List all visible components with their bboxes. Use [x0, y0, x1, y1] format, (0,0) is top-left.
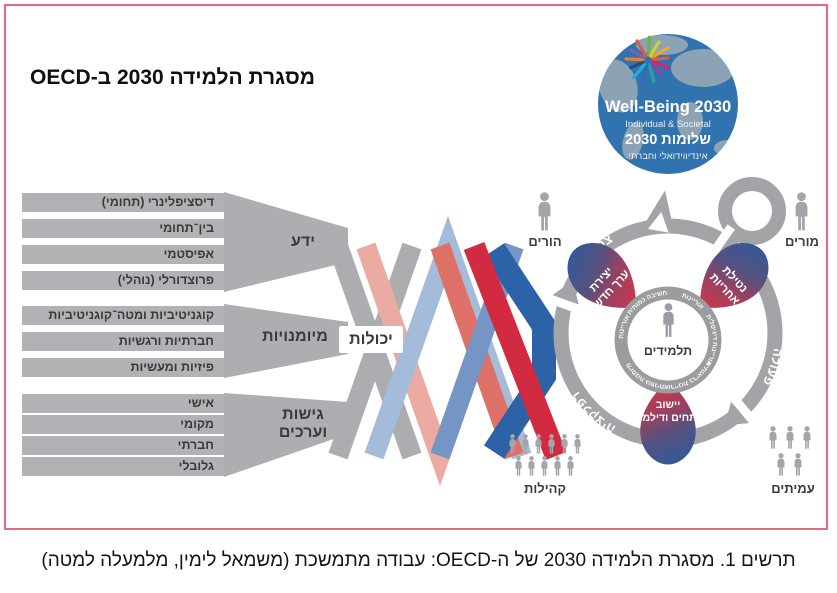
svg-text:רפלקציה: רפלקציה — [569, 389, 618, 436]
group-label-skills: מיומנויות — [262, 328, 328, 345]
students-label: תלמידים — [644, 344, 692, 358]
figure-caption: תרשים 1. מסגרת הלמידה 2030 של ה-OECD: עב… — [41, 550, 796, 571]
teachers-label: מורים — [785, 234, 819, 249]
competency-petals: יצירת ערך חדש נטילת אחריות יישוב מתחים ו… — [554, 230, 782, 465]
petal-bottom-text: מתחים ודילמות — [632, 412, 705, 424]
page-title: מסגרת הלמידה 2030 ב-OECD — [30, 66, 316, 89]
petal-bottom-text: יישוב — [656, 399, 681, 411]
starburst-icon — [624, 35, 671, 83]
cycle-arrow-icon — [547, 280, 581, 314]
magnifier-ring-icon — [718, 177, 786, 245]
skills-item-bar: חברתיות ורגשיות — [22, 332, 224, 351]
skills-funnel — [224, 304, 348, 378]
attitudes-item-bar: אישי — [22, 394, 224, 413]
logo-subtitle-en: Individual & Societal — [625, 119, 711, 130]
competencies-label: יכולות — [339, 326, 403, 353]
well-being-globe-logo: Well-Being 2030 Individual & Societal של… — [598, 34, 738, 174]
logo-subtitle-he: אינדיווידואלי וחברתי — [628, 150, 707, 162]
knowledge-item-bar: דיסציפלינרי (תחומי) — [22, 193, 224, 212]
skills-item-bar: פיזיות ומעשיות — [22, 358, 224, 377]
knowledge-item-bar: אפיסטמי — [22, 245, 224, 264]
attitudes-item-bar: חברתי — [22, 436, 224, 455]
cycle-stage-reflection: רפלקציה — [569, 389, 618, 436]
attitudes-item-bar: גלובלי — [22, 457, 224, 476]
braid-strand-boldblue — [483, 243, 556, 459]
knowledge-funnel — [224, 192, 348, 292]
group-funnels — [224, 192, 348, 477]
core-ring — [614, 286, 722, 394]
knowledge-item-bar: פרוצדורלי (נוהלי) — [22, 271, 224, 290]
peers-people-icon — [769, 426, 811, 476]
group-label-knowledge: ידע — [290, 233, 316, 250]
parents-label: הורים — [528, 234, 562, 249]
cycle-arrow-icon — [724, 394, 758, 426]
skills-item-bar: קוגניטיביות ומטה־קוגניטיביות — [22, 306, 224, 325]
teachers-person-icon — [795, 192, 808, 231]
logo-title-he: שלומות 2030 — [625, 132, 711, 148]
parents-person-icon — [538, 192, 551, 231]
group-label-attitudes: גישות וערכים — [278, 406, 328, 441]
attitudes-item-bar: מקומי — [22, 415, 224, 434]
attitudes-funnel — [224, 393, 348, 477]
knowledge-item-bar: בין־תחומי — [22, 219, 224, 238]
compass-needle-icon — [642, 190, 675, 234]
logo-title-en: Well-Being 2030 — [605, 98, 731, 116]
braid-strand-boldred — [463, 241, 567, 461]
peers-label: עמיתים — [771, 481, 815, 496]
communities-label: קהילות — [524, 481, 566, 496]
